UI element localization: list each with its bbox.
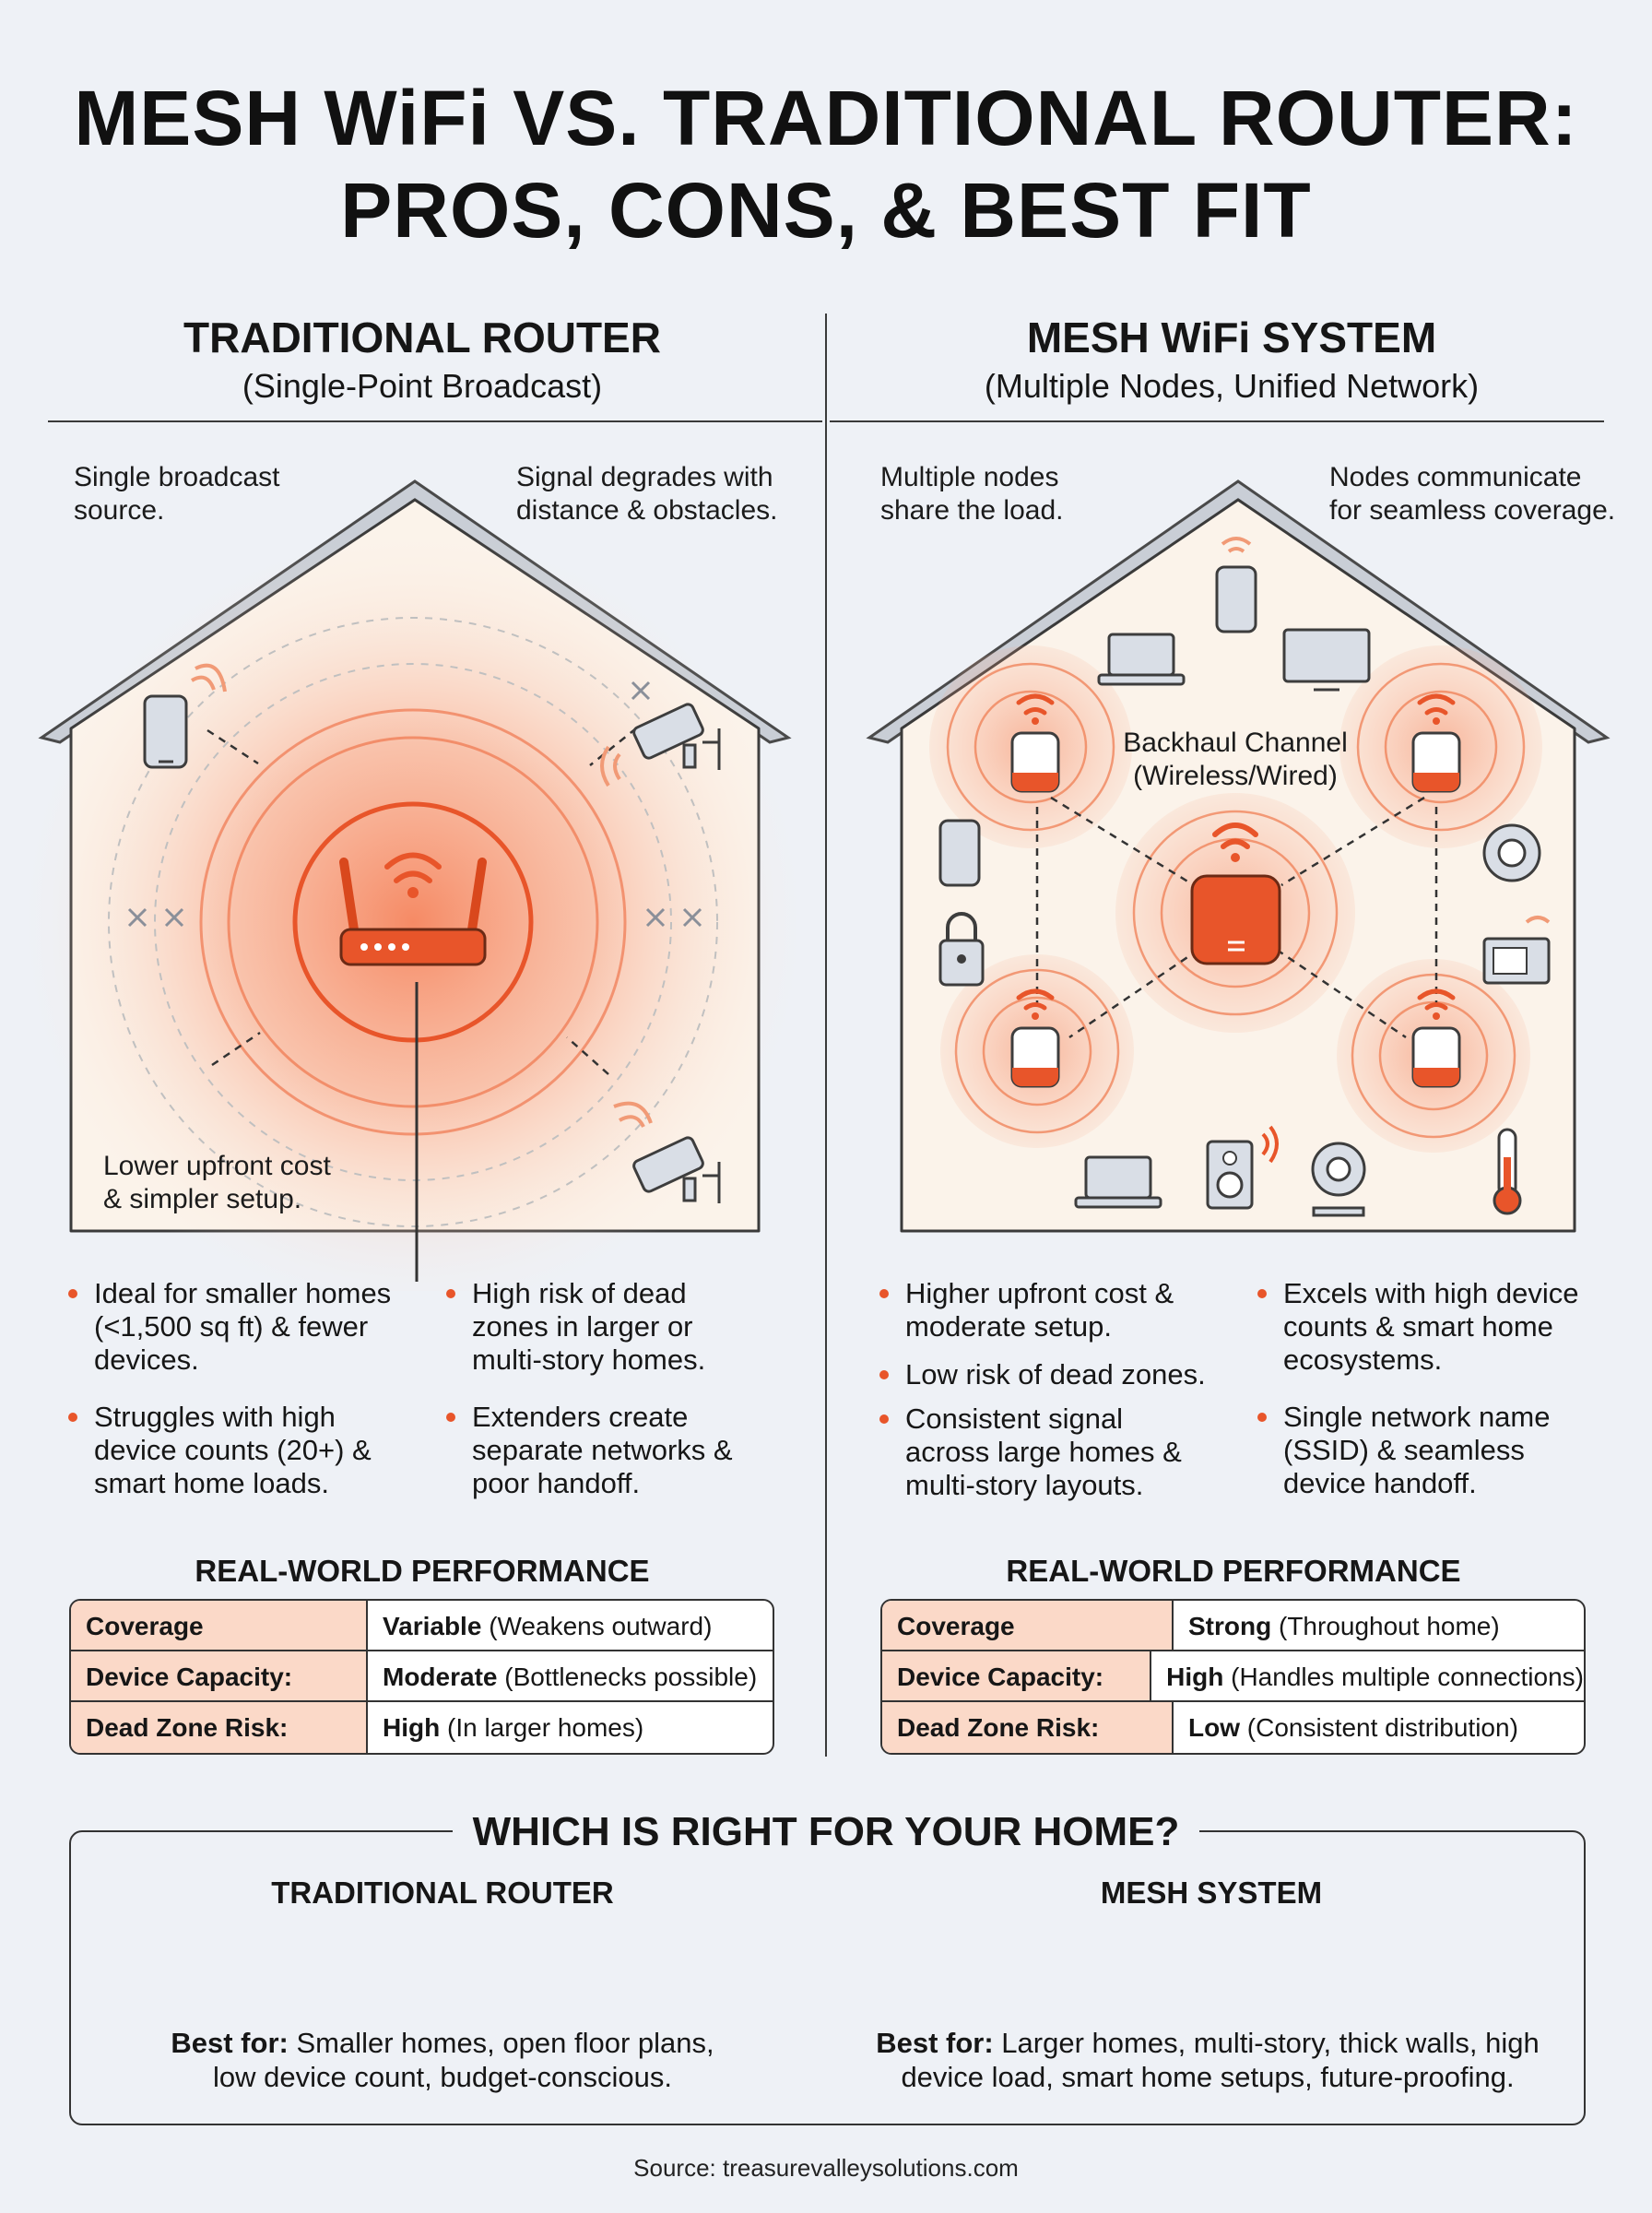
phone-icon xyxy=(938,819,981,887)
traditional-performance-table: Coverage Consistency: Variable (Weakens … xyxy=(69,1599,774,1755)
traditional-house xyxy=(17,479,809,1291)
phone-icon xyxy=(1215,537,1257,633)
mesh-header-rule xyxy=(830,420,1604,422)
mesh-heading-block: MESH WiFi SYSTEM (Multiple Nodes, Unifie… xyxy=(854,312,1610,408)
dead-zone-marks xyxy=(127,680,702,928)
source-credit: Source: treasurevalleysolutions.com xyxy=(633,2154,1019,2182)
list-item: Low risk of dead zones. xyxy=(878,1358,1246,1391)
mesh-heading: MESH WiFi SYSTEM xyxy=(1026,314,1437,361)
list-item: Ideal for smaller homes(<1,500 sq ft) & … xyxy=(66,1277,417,1377)
laptop-icon xyxy=(1074,1155,1162,1209)
security-camera-icon xyxy=(600,703,721,787)
traditional-heading: TRADITIONAL ROUTER xyxy=(183,314,661,361)
which-traditional-best-for: Best for: Smaller homes, open floor plan… xyxy=(171,2027,714,2093)
security-camera-icon xyxy=(613,1101,721,1203)
mesh-performance-title: REAL-WORLD PERFORMANCE xyxy=(1006,1554,1461,1588)
microwave-icon xyxy=(1482,916,1551,985)
lock-icon xyxy=(938,912,985,987)
table-row: Coverage Consistency: Strong (Throughout… xyxy=(882,1601,1584,1691)
traditional-header-rule xyxy=(48,420,822,422)
traditional-note-source: Single broadcast source. xyxy=(74,462,280,526)
traditional-note-cost: Lower upfront cost & simpler setup. xyxy=(103,1151,331,1214)
mesh-node-icon xyxy=(1010,693,1060,793)
traditional-performance-title: REAL-WORLD PERFORMANCE xyxy=(195,1554,650,1588)
router-icon xyxy=(339,852,487,966)
table-row: Dead Zone Risk: Low (Consistent distribu… xyxy=(882,1702,1584,1753)
mesh-bullets-left: Higher upfront cost &moderate setup. Low… xyxy=(878,1277,1246,1526)
traditional-bullets-left: Ideal for smaller homes(<1,500 sq ft) & … xyxy=(66,1277,417,1524)
mesh-node-icon xyxy=(1190,822,1281,965)
table-row: Dead Zone Risk: High (In larger homes) xyxy=(71,1702,773,1753)
list-item: Higher upfront cost &moderate setup. xyxy=(878,1277,1246,1343)
house-illustrations xyxy=(17,479,1611,1291)
which-mesh-label: MESH SYSTEM xyxy=(1100,1876,1323,1910)
page-title: MESH WiFi VS. TRADITIONAL ROUTER: PROS, … xyxy=(0,72,1652,256)
thermometer-icon xyxy=(1493,1128,1522,1215)
title-line-1: MESH WiFi VS. TRADITIONAL ROUTER: xyxy=(74,75,1578,161)
mesh-note-nodes: Multiple nodes share the load. xyxy=(880,462,1064,526)
mesh-performance-table: Coverage Consistency: Strong (Throughout… xyxy=(880,1599,1586,1755)
mesh-note-backhaul: Backhaul Channel (Wireless/Wired) xyxy=(1123,728,1348,791)
mesh-note-communicate: Nodes communicate for seamless coverage. xyxy=(1329,462,1616,526)
mesh-node-icon xyxy=(1010,988,1060,1088)
table-row: Device Capacity: High (Handles multiple … xyxy=(882,1651,1584,1702)
phone-icon xyxy=(143,663,227,769)
which-traditional-label: TRADITIONAL ROUTER xyxy=(271,1876,614,1910)
smart-speaker-icon xyxy=(1482,823,1541,882)
traditional-subheading: (Single-Point Broadcast) xyxy=(242,367,603,405)
title-line-2: PROS, CONS, & BEST FIT xyxy=(340,167,1312,254)
tv-icon xyxy=(1282,628,1371,692)
laptop-icon xyxy=(1097,633,1186,686)
traditional-heading-block: TRADITIONAL ROUTER (Single-Point Broadca… xyxy=(44,312,800,408)
column-divider xyxy=(825,314,827,1757)
table-row: Coverage Consistency: Variable (Weakens … xyxy=(71,1601,773,1691)
mesh-subheading: (Multiple Nodes, Unified Network) xyxy=(984,367,1480,405)
traditional-note-degrade: Signal degrades with distance & obstacle… xyxy=(516,462,778,526)
table-row: Device Capacity: Moderate (Bottlenecks p… xyxy=(71,1651,773,1702)
smart-speaker-icon xyxy=(1206,1125,1279,1210)
mesh-node-icon xyxy=(1411,693,1461,793)
which-mesh-best-for: Best for: Larger homes, multi-story, thi… xyxy=(876,2027,1540,2093)
which-title: WHICH IS RIGHT FOR YOUR HOME? xyxy=(0,1807,1652,1857)
mesh-node-icon xyxy=(1411,988,1461,1088)
webcam-icon xyxy=(1311,1142,1366,1217)
mesh-house xyxy=(866,479,1611,1233)
